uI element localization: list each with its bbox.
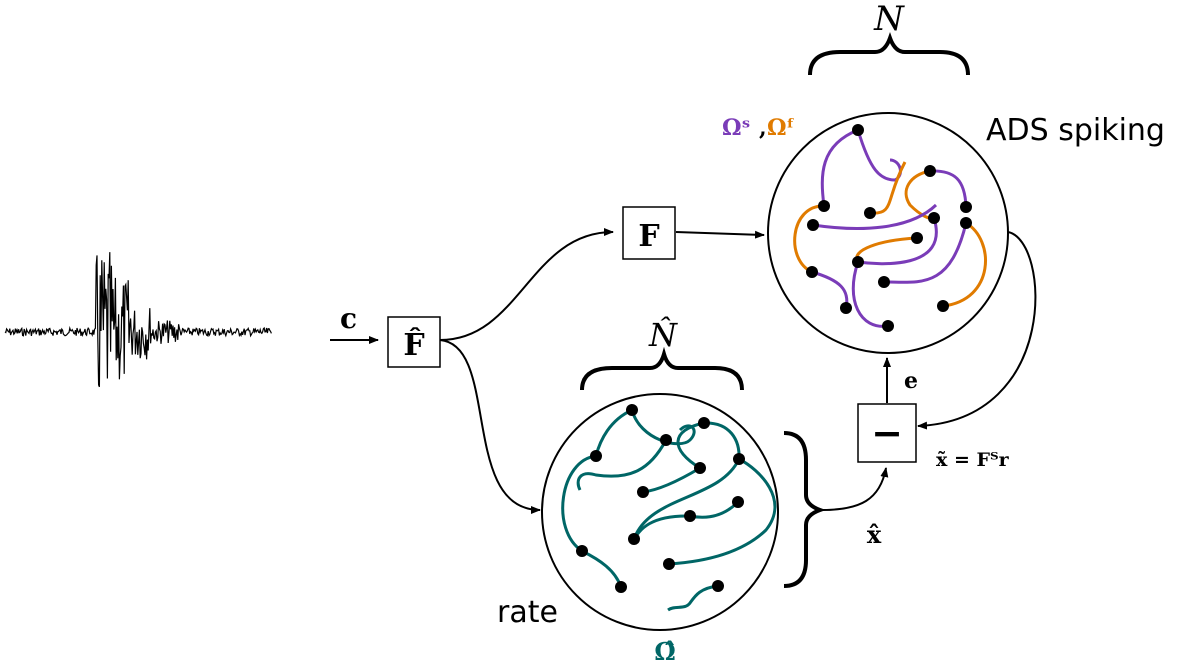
- neuron-dot-icon: [882, 320, 894, 332]
- neuron-dot-icon: [960, 201, 972, 213]
- neuron-dot-icon: [928, 212, 940, 224]
- encoder-hat-box: [387, 316, 441, 368]
- neuron-dot-icon: [684, 510, 696, 522]
- brace-rate-output: [783, 431, 826, 588]
- waveform-signal-icon: [4, 252, 272, 388]
- error-label: e: [904, 368, 918, 394]
- neuron-dot-icon: [732, 496, 744, 508]
- neuron-dot-icon: [694, 462, 706, 474]
- neuron-dot-icon: [615, 581, 627, 593]
- encoder-hat-label: F̂: [403, 328, 424, 363]
- neuron-dot-icon: [864, 207, 876, 219]
- neuron-dot-icon: [818, 200, 830, 212]
- arrow-to-rate-network: [439, 339, 541, 514]
- neuron-dot-icon: [807, 219, 819, 231]
- neuron-dot-icon: [937, 300, 949, 312]
- encoder-label: F: [638, 219, 659, 254]
- omega-comma: ,: [759, 115, 767, 141]
- neuron-dot-icon: [663, 558, 675, 570]
- rate-size-label: N̂: [648, 316, 678, 354]
- neuron-dot-icon: [698, 417, 710, 429]
- omega-rate-label: Ω̂: [654, 637, 675, 666]
- neuron-dot-icon: [924, 165, 936, 177]
- readout-arrow: [917, 231, 1037, 430]
- arrow-to-encoder: [439, 228, 614, 341]
- arrow-to-subtraction: [821, 467, 889, 511]
- neuron-dot-icon: [628, 533, 640, 545]
- neuron-dot-icon: [626, 404, 638, 416]
- minus-label: −: [871, 411, 903, 455]
- brace-rate: [580, 346, 744, 391]
- neuron-dot-icon: [637, 486, 649, 498]
- brace-spiking: [808, 32, 970, 76]
- neuron-dot-icon: [852, 256, 864, 268]
- rate-output-label: x̂: [867, 520, 882, 549]
- subtraction-box: [857, 403, 917, 463]
- spiking-network: [767, 112, 1009, 354]
- rate-neurons: [576, 404, 745, 593]
- readout-equation: x̃ = Fᵀr: [936, 449, 1010, 471]
- spiking-title: ADS spiking: [986, 113, 1165, 148]
- neuron-dot-icon: [733, 453, 745, 465]
- neuron-dot-icon: [878, 276, 890, 288]
- neuron-dot-icon: [590, 450, 602, 462]
- encoder-box: [622, 206, 676, 260]
- neuron-dot-icon: [840, 302, 852, 314]
- neuron-dot-icon: [712, 580, 724, 592]
- omega-fast-label: Ωᶠ: [767, 115, 795, 141]
- rate-title: rate: [497, 595, 558, 630]
- neuron-dot-icon: [576, 545, 588, 557]
- spiking-neurons: [806, 124, 972, 332]
- neuron-dot-icon: [660, 434, 672, 446]
- arrow-to-spiking-network: [675, 230, 765, 239]
- rate-network: [541, 393, 779, 631]
- neuron-dot-icon: [911, 232, 923, 244]
- input-label-c: c: [340, 302, 357, 335]
- neuron-dot-icon: [960, 217, 972, 229]
- spiking-size-label: N: [873, 0, 905, 39]
- neuron-dot-icon: [806, 266, 818, 278]
- neuron-dot-icon: [852, 124, 864, 136]
- omega-slow-label: Ωˢ: [722, 115, 750, 141]
